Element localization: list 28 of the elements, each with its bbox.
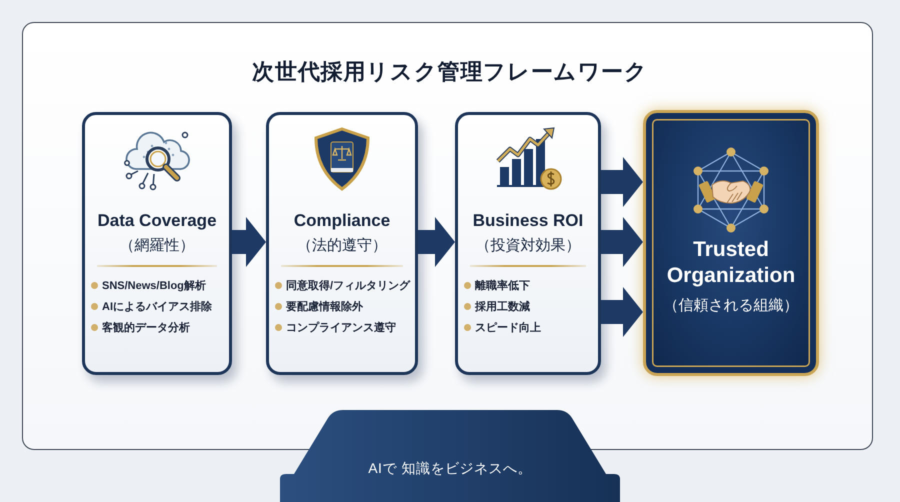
card — [455, 112, 601, 375]
title: 次世代採用リスク管理フレームワーク — [251, 58, 649, 86]
bullet-text: AIによるバイアス排除 — [102, 300, 212, 314]
card — [643, 110, 819, 376]
arrow — [601, 287, 643, 337]
arrow — [601, 157, 643, 207]
heading: Compliance — [292, 210, 392, 232]
heading: Trusted Organization — [666, 237, 796, 289]
heading: Data Coverage — [96, 210, 218, 232]
subheading: （網羅性） — [118, 236, 196, 256]
bullet-text: 離職率低下 — [475, 278, 530, 292]
heading: Business ROI — [472, 210, 584, 232]
bullet-text: 客観的データ分析 — [102, 320, 190, 334]
subheading: （信頼される組織） — [662, 296, 800, 316]
arrow — [418, 217, 455, 267]
arrow — [601, 217, 643, 267]
arrow — [232, 217, 266, 267]
bullet-text: コンプライアンス遵守 — [286, 320, 396, 334]
bullet-text: 同意取得/フィルタリング — [286, 278, 410, 292]
tagline: AIで 知識をビジネスへ。 — [367, 459, 533, 478]
subheading: （法的遵守） — [296, 236, 388, 256]
bullet-text: スピード向上 — [475, 320, 541, 334]
bullet-text: 要配慮情報除外 — [286, 300, 363, 314]
bullet-text: SNS/News/Blog解析 — [102, 278, 206, 292]
card — [266, 112, 418, 375]
bullet-text: 採用工数減 — [475, 300, 530, 314]
card — [82, 112, 232, 375]
subheading: （投資対効果） — [474, 236, 582, 256]
